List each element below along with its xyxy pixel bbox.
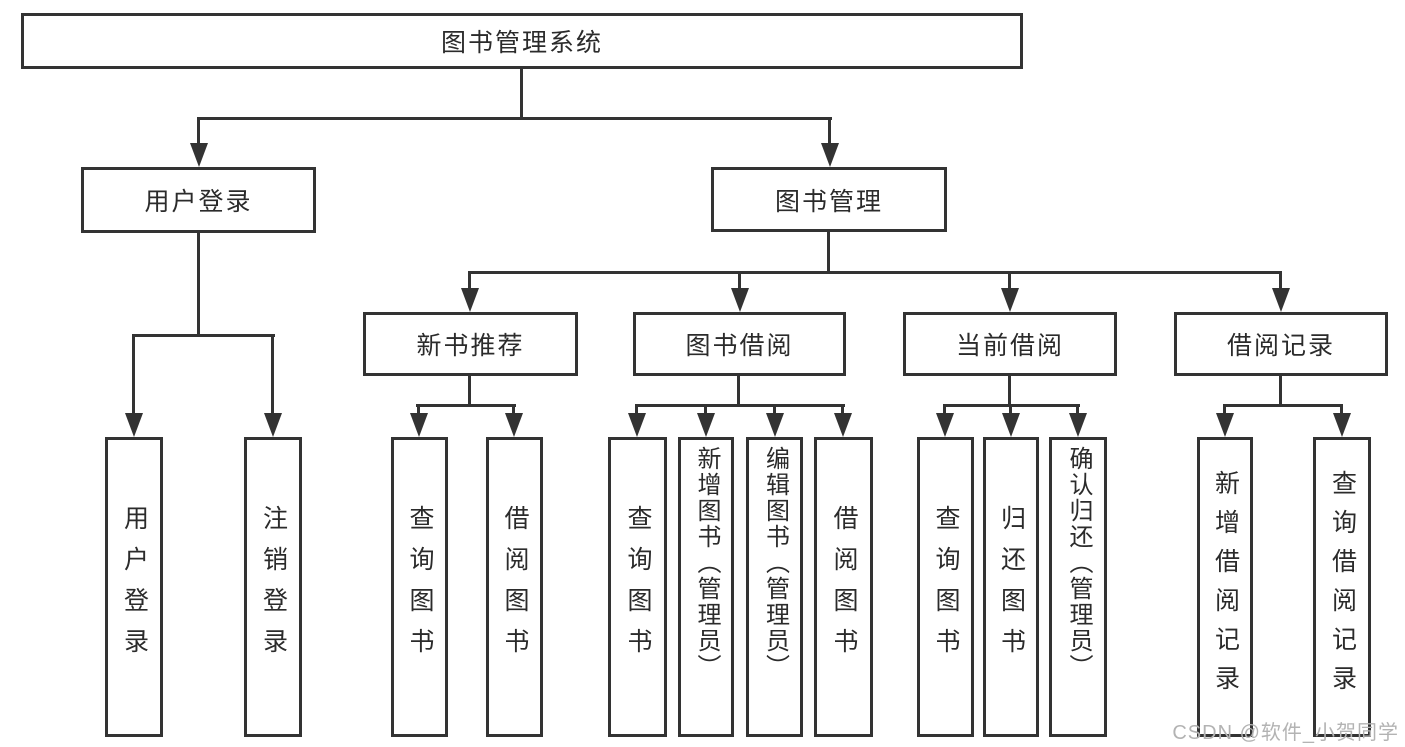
connector-book-mgmt-stem (827, 232, 830, 274)
arrowhead-icon (190, 143, 208, 167)
node-new-book-recommend: 新书推荐 (363, 312, 578, 376)
leaf-query-books-current: 查询图书 (917, 437, 974, 737)
connector-arrow-line (197, 117, 200, 146)
leaf-label: 查询图书 (624, 505, 652, 669)
leaf-query-books-recommend: 查询图书 (391, 437, 448, 737)
leaf-label: 新增图书（管理员） (693, 446, 720, 680)
connector-arrow-line (132, 334, 135, 415)
arrowhead-icon (264, 413, 282, 437)
connector-arrow-line (635, 404, 638, 415)
arrowhead-icon (628, 413, 646, 437)
leaf-borrow-books-recommend: 借阅图书 (486, 437, 543, 737)
leaf-label: 借阅图书 (501, 505, 529, 669)
arrowhead-icon (766, 413, 784, 437)
leaf-label: 查询图书 (406, 505, 434, 669)
connector-user-login-branch (132, 334, 275, 337)
connector-branch (416, 404, 516, 407)
arrowhead-icon (821, 143, 839, 167)
connector-arrow-line (738, 271, 741, 290)
connector-arrow-line (943, 404, 946, 415)
arrowhead-icon (834, 413, 852, 437)
arrowhead-icon (936, 413, 954, 437)
node-label: 当前借阅 (955, 332, 1064, 360)
node-book-management: 图书管理 (711, 167, 947, 232)
arrowhead-icon (1002, 413, 1020, 437)
arrowhead-icon (410, 413, 428, 437)
connector-arrow-line (1009, 404, 1012, 415)
leaf-label: 新增借阅记录 (1211, 470, 1240, 704)
leaf-query-books-borrow: 查询图书 (608, 437, 667, 737)
node-label: 用户登录 (144, 188, 253, 216)
leaf-add-books-admin: 新增图书（管理员） (678, 437, 734, 737)
leaf-borrow-books: 借阅图书 (814, 437, 873, 737)
arrowhead-icon (697, 413, 715, 437)
node-root-system: 图书管理系统 (21, 13, 1023, 69)
connector-branch (635, 404, 845, 407)
node-user-login: 用户登录 (81, 167, 316, 233)
node-label: 图书管理 (774, 187, 883, 216)
connector-arrow-line (704, 404, 707, 415)
leaf-label: 注销登录 (259, 505, 288, 669)
leaf-logout: 注销登录 (244, 437, 302, 737)
connector-arrow-line (1340, 404, 1343, 415)
csdn-watermark: CSDN @软件_小贺同学 (1172, 722, 1399, 744)
arrowhead-icon (731, 288, 749, 312)
arrowhead-icon (1001, 288, 1019, 312)
connector-stem (1008, 376, 1011, 406)
leaf-label: 编辑图书（管理员） (761, 446, 789, 680)
node-label: 新书推荐 (416, 332, 525, 360)
leaf-edit-books-admin: 编辑图书（管理员） (746, 437, 803, 737)
leaf-label: 用户登录 (120, 505, 149, 669)
connector-stem (1279, 376, 1282, 406)
connector-arrow-line (1223, 404, 1226, 415)
connector-arrow-line (512, 404, 515, 415)
arrowhead-icon (1069, 413, 1087, 437)
leaf-label: 归还图书 (997, 505, 1026, 669)
connector-branch (1224, 404, 1343, 407)
node-book-borrow: 图书借阅 (633, 312, 846, 376)
connector-arrow-line (271, 334, 274, 415)
connector-arrow-line (1076, 404, 1079, 415)
leaf-query-borrow-record: 查询借阅记录 (1313, 437, 1371, 737)
connector-root-branch (197, 117, 832, 120)
connector-stem (468, 376, 471, 406)
connector-arrow-line (841, 404, 844, 415)
node-root-label: 图书管理系统 (440, 29, 603, 57)
connector-root-stem (520, 69, 523, 118)
node-borrow-records: 借阅记录 (1174, 312, 1388, 376)
node-label: 图书借阅 (685, 332, 794, 360)
leaf-label: 确认归还（管理员） (1065, 446, 1092, 680)
arrowhead-icon (1272, 288, 1290, 312)
arrowhead-icon (461, 288, 479, 312)
arrowhead-icon (1216, 413, 1234, 437)
connector-arrow-line (828, 117, 831, 146)
arrowhead-icon (125, 413, 143, 437)
leaf-confirm-return-admin: 确认归还（管理员） (1049, 437, 1107, 737)
connector-arrow-line (1008, 271, 1011, 290)
leaf-label: 查询借阅记录 (1328, 470, 1357, 704)
connector-arrow-line (417, 404, 420, 415)
leaf-return-books: 归还图书 (983, 437, 1039, 737)
connector-book-mgmt-branch (468, 271, 1282, 274)
node-label: 借阅记录 (1226, 332, 1335, 360)
leaf-label: 借阅图书 (830, 505, 858, 669)
leaf-add-borrow-record: 新增借阅记录 (1197, 437, 1253, 737)
node-current-borrow: 当前借阅 (903, 312, 1117, 376)
arrowhead-icon (1333, 413, 1351, 437)
connector-user-login-stem (197, 232, 200, 336)
connector-stem (737, 376, 740, 406)
connector-arrow-line (1279, 271, 1282, 290)
connector-arrow-line (773, 404, 776, 415)
arrowhead-icon (505, 413, 523, 437)
leaf-user-login: 用户登录 (105, 437, 163, 737)
connector-arrow-line (468, 271, 471, 290)
leaf-label: 查询图书 (932, 505, 960, 669)
